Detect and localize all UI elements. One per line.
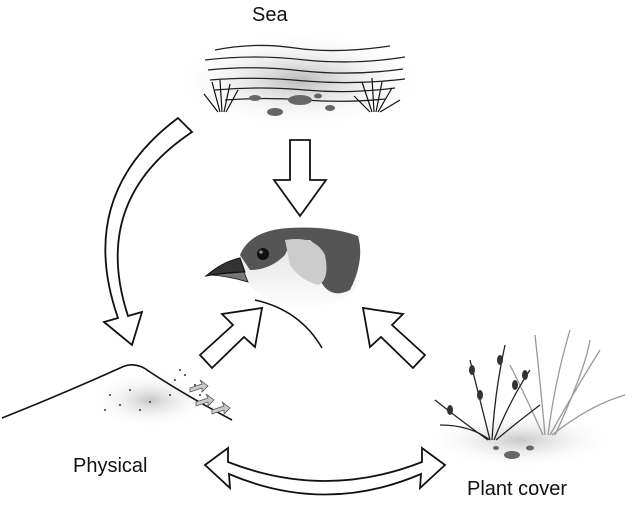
arrow-plant-to-bird: [361, 306, 427, 370]
arrow-sea-to-physical: [102, 116, 194, 347]
arrow-physical-to-bird: [198, 306, 264, 370]
label-plant-cover: Plant cover: [467, 478, 568, 500]
sea-illustration: [175, 32, 425, 128]
label-sea: Sea: [252, 4, 288, 26]
arrow-physical-plant-bidirectional: [203, 446, 447, 496]
arrow-sea-to-bird: [272, 139, 328, 218]
physical-mound-illustration: [1, 364, 233, 428]
label-physical: Physical: [73, 455, 148, 477]
plant-cover-illustration: [425, 329, 626, 468]
seabird-head-illustration: [204, 227, 361, 349]
